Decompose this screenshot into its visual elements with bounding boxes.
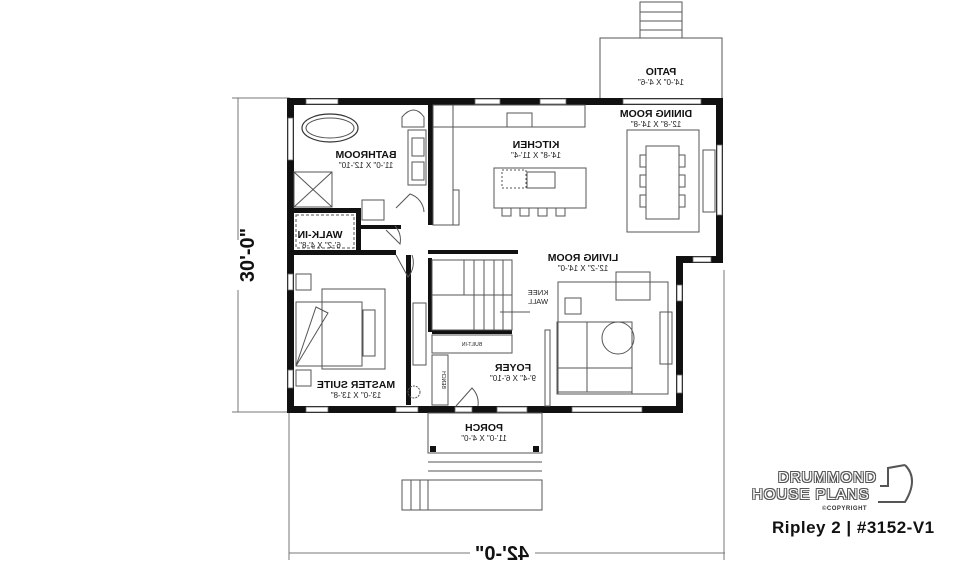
svg-text:BENCH: BENCH <box>440 371 446 389</box>
svg-text:KITCHEN: KITCHEN <box>513 139 560 151</box>
stairs <box>431 259 530 406</box>
svg-text:11'-0" X 12'-10": 11'-0" X 12'-10" <box>339 161 394 170</box>
room-label-porch: PORCH 11'-0" X 4'-0" <box>461 422 507 443</box>
svg-text:14'-8" X 11'-4": 14'-8" X 11'-4" <box>511 151 561 160</box>
room-label-foyer: FOYER 9'-4" X 6'-10" <box>490 362 536 383</box>
room-label-walkin: WALK-IN 6'-2" X 4'-8" <box>298 229 343 250</box>
room-labels: PATIO 14'-0" X 4'-6" DINING ROOM 12'-8" … <box>298 66 693 443</box>
svg-text:PORCH: PORCH <box>465 422 503 434</box>
svg-text:WALL: WALL <box>528 297 548 306</box>
svg-text:12'-8" X 14'-8": 12'-8" X 14'-8" <box>631 120 682 129</box>
room-label-patio: PATIO 14'-0" X 4'-6" <box>638 66 684 87</box>
svg-text:MASTER SUITE: MASTER SUITE <box>317 379 395 391</box>
room-label-master: MASTER SUITE 13'-0" X 13'-8" <box>317 379 395 400</box>
bench-label: BENCH <box>440 371 446 389</box>
master-fixtures <box>295 273 427 399</box>
logo-line-1: DRUMMOND <box>778 469 877 486</box>
svg-text:BUILT-IN: BUILT-IN <box>462 342 483 348</box>
room-label-bathroom: BATHROOM 11'-0" X 12'-10" <box>335 149 396 170</box>
svg-text:KNEE: KNEE <box>528 288 548 297</box>
width-dimension: 42'-0" <box>475 543 529 565</box>
room-label-living: LIVING ROOM 12'-2" X 14'-0" <box>547 252 618 273</box>
dining-fixtures <box>626 129 716 233</box>
copyright-label: ©COPYRIGHT <box>822 506 868 512</box>
svg-text:DINING ROOM: DINING ROOM <box>620 108 693 120</box>
svg-text:6'-2" X 4'-8": 6'-2" X 4'-8" <box>299 241 341 250</box>
knee-wall-label: KNEE WALL <box>528 288 548 306</box>
bathroom-fixtures <box>293 109 427 221</box>
svg-text:11'-0" X 4'-0": 11'-0" X 4'-0" <box>461 434 507 443</box>
living-fixtures <box>544 271 673 407</box>
doors <box>385 193 479 407</box>
room-label-dining: DINING ROOM 12'-8" X 14'-8" <box>620 108 693 129</box>
svg-text:FOYER: FOYER <box>494 362 531 374</box>
svg-text:LIVING ROOM: LIVING ROOM <box>547 252 618 264</box>
svg-text:PATIO: PATIO <box>646 66 677 78</box>
kitchen-fixtures <box>432 104 587 226</box>
room-label-kitchen: KITCHEN 14'-8" X 11'-4" <box>511 139 561 160</box>
walkin-closet <box>295 214 355 249</box>
exterior-walls <box>287 98 723 413</box>
logo-line-2: HOUSE PLANS <box>752 486 870 503</box>
built-in-label: BUILT-IN <box>462 342 483 348</box>
svg-text:12'-2" X 14'-0": 12'-2" X 14'-0" <box>558 264 609 273</box>
svg-text:13'-0" X 13'-8": 13'-0" X 13'-8" <box>331 391 382 400</box>
svg-text:BATHROOM: BATHROOM <box>335 149 396 161</box>
svg-text:9'-4" X 6'-10": 9'-4" X 6'-10" <box>490 374 536 383</box>
plan-title: Ripley 2 | #3152-V1 <box>772 518 935 537</box>
svg-text:WALK-IN: WALK-IN <box>298 229 343 241</box>
dimension-lines <box>232 97 725 560</box>
svg-text:14'-0" X 4'-6": 14'-0" X 4'-6" <box>638 78 684 87</box>
porch <box>401 412 543 511</box>
interior-walls <box>294 105 518 405</box>
depth-dimension: 30'-0" <box>237 228 259 282</box>
logo-mark-icon <box>878 464 913 503</box>
